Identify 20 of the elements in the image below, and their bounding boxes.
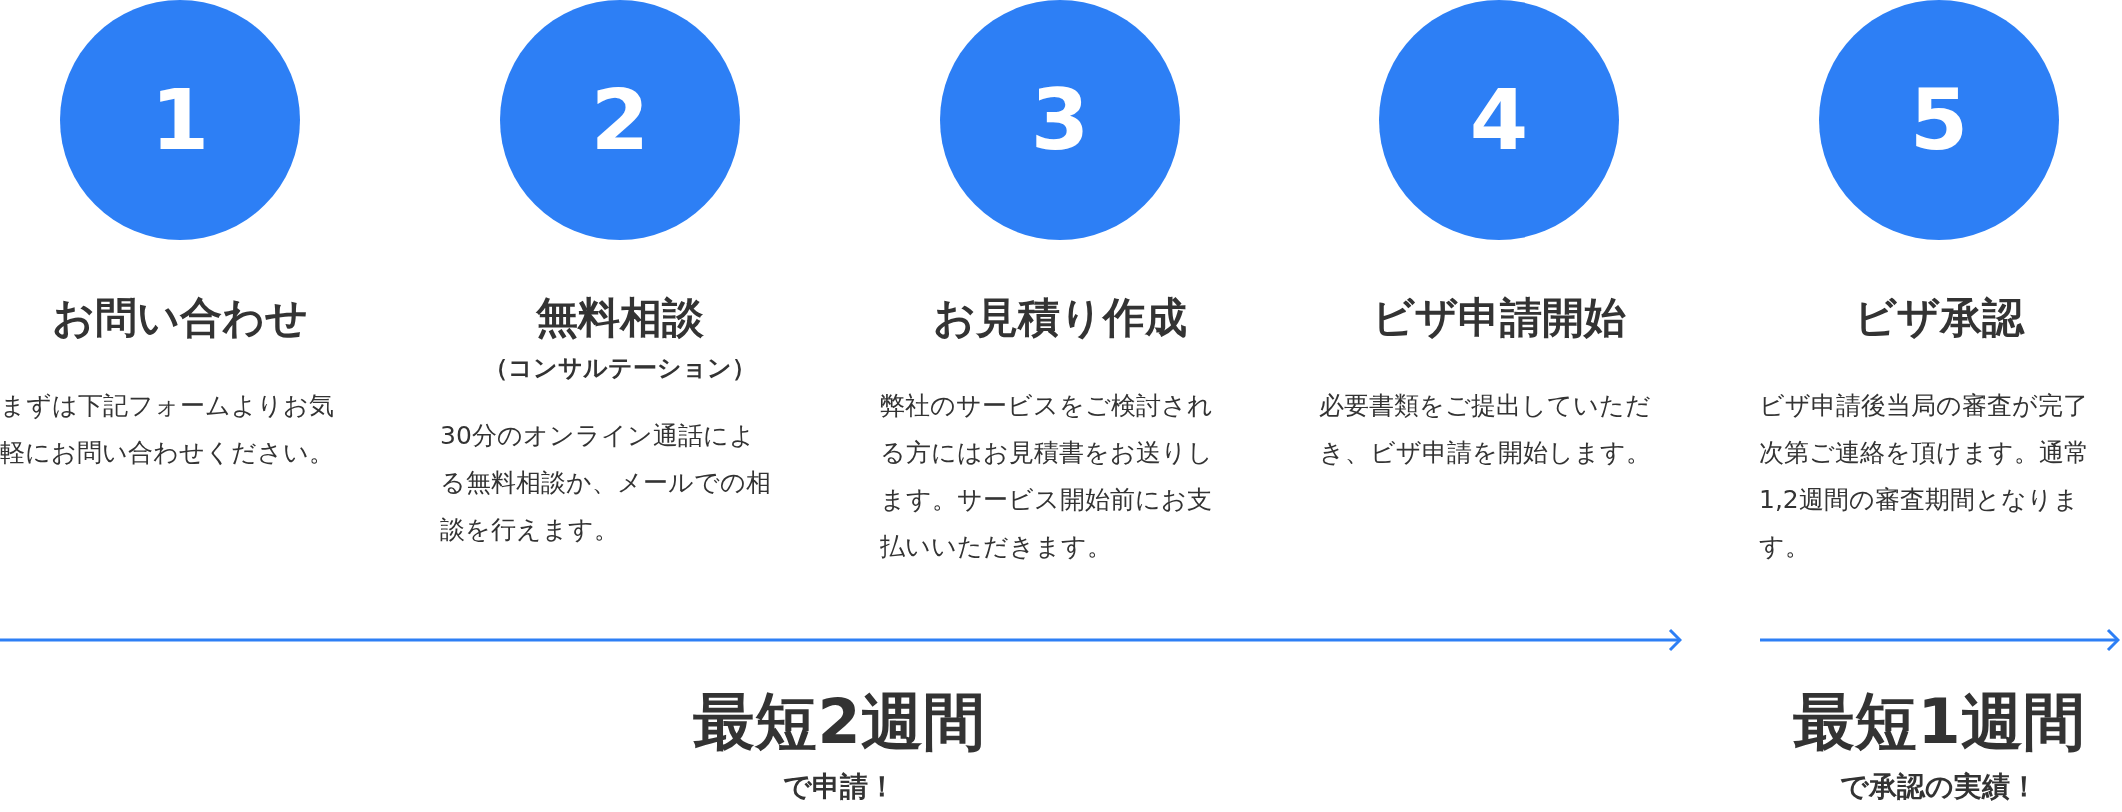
step-number-circle: 4 [1379,0,1619,240]
duration-note: で承認の実績！ [1839,769,2039,805]
step-description: 弊社のサービスをご検討される方にはお見積書をお送りします。サービス開始前にお支払いいただきます。 [880,390,1214,563]
duration-note: で申請！ [781,769,897,805]
step-subheading: （コンサルテーション） [483,353,757,384]
step-heading: ビザ申請開始 [1371,292,1627,344]
step-heading: 無料相談 [535,292,705,344]
step-heading: お問い合わせ [51,292,309,344]
step-number-circle: 5 [1819,0,2059,240]
step-heading: ビザ承認 [1853,292,2026,344]
step-description: ビザ申請後当局の審査が完了次第ご連絡を頂けます。通常1,2週間の審査期間となります。 [1759,390,2090,563]
duration-label: 最短1週間 [1792,684,2086,760]
step-number-circle: 2 [500,0,740,240]
duration-label: 最短2週間 [692,684,986,760]
step-description: まずは下記フォームよりお気軽にお問い合わせください。 [0,390,335,469]
step-description: 30分のオンライン通話による無料相談か、メールでの相談を行えます。 [440,420,772,546]
step-description: 必要書類をご提出していただき、ビザ申請を開始します。 [1319,390,1652,469]
step-number-circle: 3 [940,0,1180,240]
step-heading: お見積り作成 [932,292,1188,344]
step-number-circle: 1 [60,0,300,240]
